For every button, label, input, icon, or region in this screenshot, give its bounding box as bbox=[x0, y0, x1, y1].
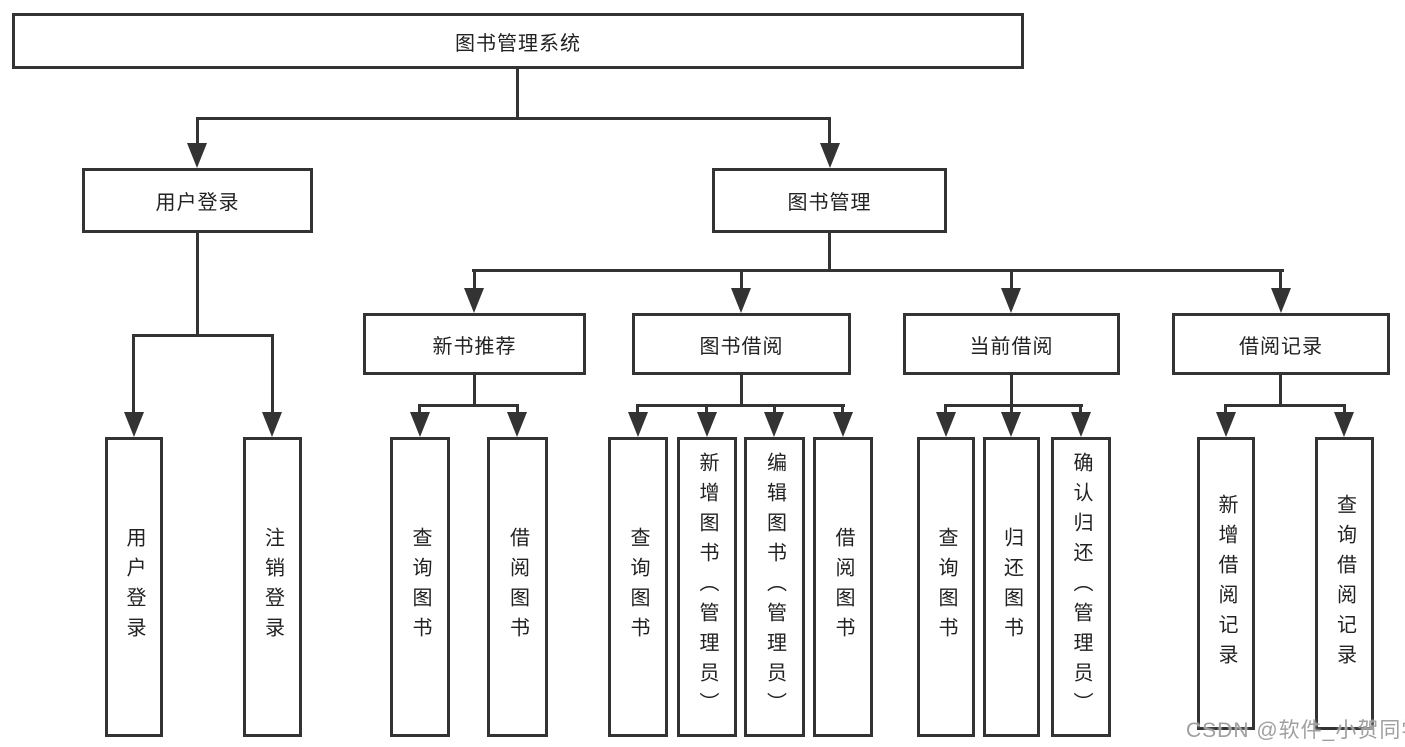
arrowhead-icon bbox=[464, 288, 484, 313]
node-label: 新增图书（管理员） bbox=[696, 452, 718, 722]
connector-to-leaf-user-login bbox=[132, 334, 135, 414]
connector-leaf-stub bbox=[705, 404, 708, 415]
connector-book-management-branch bbox=[472, 269, 1284, 272]
node-label: 用户登录 bbox=[155, 192, 240, 214]
arrowhead-icon bbox=[1271, 288, 1291, 313]
connector-book-management-stem bbox=[828, 233, 831, 272]
arrowhead-icon bbox=[628, 412, 648, 437]
connector-to-book-borrowing bbox=[740, 269, 743, 290]
arrowhead-icon bbox=[187, 143, 207, 168]
node-label: 查询图书 bbox=[935, 527, 957, 647]
node-label: 借阅图书 bbox=[506, 527, 529, 647]
connector-to-current-borrowing bbox=[1010, 269, 1013, 290]
arrowhead-icon bbox=[124, 412, 144, 437]
connector-user-login-stem bbox=[196, 233, 199, 337]
node-label: 借阅记录 bbox=[1239, 335, 1323, 358]
node-label: 查询图书 bbox=[627, 527, 649, 647]
connector-to-new-book bbox=[473, 269, 476, 290]
node-book-borrowing: 图书借阅 bbox=[632, 313, 851, 375]
connector-leaf-stub bbox=[636, 404, 639, 415]
arrowhead-icon bbox=[507, 412, 527, 437]
connector-new-book-stem bbox=[473, 375, 476, 407]
connector-to-borrow-records bbox=[1279, 269, 1282, 290]
node-label: 借阅图书 bbox=[832, 527, 854, 647]
node-book-management: 图书管理 bbox=[712, 168, 947, 233]
node-label: 归还图书 bbox=[1000, 527, 1023, 647]
node-label: 查询图书 bbox=[409, 527, 431, 647]
connector-leaf-stub bbox=[944, 404, 947, 415]
connector-root-stem bbox=[516, 69, 519, 118]
connector-new-book-branch bbox=[418, 404, 519, 407]
arrowhead-icon bbox=[1334, 412, 1354, 437]
node-label: 当前借阅 bbox=[969, 335, 1054, 358]
node-new-book-recommend: 新书推荐 bbox=[363, 313, 586, 375]
connector-leaf-stub bbox=[1224, 404, 1227, 415]
arrowhead-icon bbox=[820, 143, 840, 168]
node-current-borrowing: 当前借阅 bbox=[903, 313, 1120, 375]
arrowhead-icon bbox=[697, 412, 717, 437]
node-borrow-records: 借阅记录 bbox=[1172, 313, 1390, 375]
leaf-current-confirm-return-admin: 确认归还（管理员） bbox=[1051, 437, 1111, 737]
node-label: 图书管理系统 bbox=[455, 32, 581, 55]
leaf-records-query-record: 查询借阅记录 bbox=[1315, 437, 1374, 730]
leaf-newbook-borrow-books: 借阅图书 bbox=[487, 437, 548, 737]
node-label: 确认归还（管理员） bbox=[1070, 452, 1092, 722]
connector-root-branch bbox=[196, 117, 831, 120]
connector-book-borrowing-stem bbox=[740, 375, 743, 407]
leaf-borrowing-borrow-books: 借阅图书 bbox=[813, 437, 873, 737]
leaf-user-login: 用户登录 bbox=[105, 437, 163, 737]
connector-leaf-stub bbox=[1343, 404, 1346, 415]
connector-current-borrowing-stem bbox=[1010, 375, 1013, 407]
node-user-login: 用户登录 bbox=[82, 168, 313, 233]
connector-current-borrowing-branch bbox=[944, 404, 1083, 407]
node-label: 图书管理 bbox=[787, 192, 872, 214]
node-label: 新增借阅记录 bbox=[1215, 493, 1237, 674]
connector-leaf-stub bbox=[773, 404, 776, 415]
watermark: CSDN @软件_小贺同学 bbox=[1186, 719, 1405, 742]
node-label: 注销登录 bbox=[261, 527, 284, 647]
connector-leaf-stub bbox=[418, 404, 421, 415]
arrowhead-icon bbox=[936, 412, 956, 437]
node-label: 查询借阅记录 bbox=[1333, 493, 1356, 674]
connector-borrow-records-branch bbox=[1224, 404, 1346, 407]
connector-leaf-stub bbox=[1079, 404, 1082, 415]
connector-book-borrowing-branch bbox=[636, 404, 845, 407]
arrowhead-icon bbox=[1001, 412, 1021, 437]
arrowhead-icon bbox=[1216, 412, 1236, 437]
connector-leaf-stub bbox=[1010, 404, 1013, 415]
arrowhead-icon bbox=[731, 288, 751, 313]
leaf-current-query-books: 查询图书 bbox=[917, 437, 975, 737]
leaf-current-return-books: 归还图书 bbox=[983, 437, 1040, 737]
connector-borrow-records-stem bbox=[1279, 375, 1282, 407]
leaf-newbook-query-books: 查询图书 bbox=[390, 437, 450, 737]
leaf-logout: 注销登录 bbox=[243, 437, 302, 737]
leaf-records-add-record: 新增借阅记录 bbox=[1197, 437, 1255, 730]
connector-leaf-stub bbox=[841, 404, 844, 415]
connector-to-user-login bbox=[196, 117, 199, 147]
connector-to-book-management bbox=[828, 117, 831, 147]
arrowhead-icon bbox=[410, 412, 430, 437]
node-library-management-system: 图书管理系统 bbox=[12, 13, 1024, 69]
connector-to-leaf-logout bbox=[271, 334, 274, 414]
node-label: 用户登录 bbox=[123, 527, 145, 647]
connector-leaf-stub bbox=[516, 404, 519, 415]
arrowhead-icon bbox=[833, 412, 853, 437]
arrowhead-icon bbox=[1001, 288, 1021, 313]
node-label: 新书推荐 bbox=[432, 335, 517, 358]
arrowhead-icon bbox=[262, 412, 282, 437]
leaf-borrowing-add-books-admin: 新增图书（管理员） bbox=[677, 437, 737, 737]
node-label: 编辑图书（管理员） bbox=[763, 452, 786, 722]
connector-user-login-branch bbox=[132, 334, 274, 337]
arrowhead-icon bbox=[1071, 412, 1091, 437]
node-label: 图书借阅 bbox=[699, 335, 784, 358]
arrowhead-icon bbox=[764, 412, 784, 437]
leaf-borrowing-query-books: 查询图书 bbox=[608, 437, 668, 737]
leaf-borrowing-edit-books-admin: 编辑图书（管理员） bbox=[744, 437, 805, 737]
